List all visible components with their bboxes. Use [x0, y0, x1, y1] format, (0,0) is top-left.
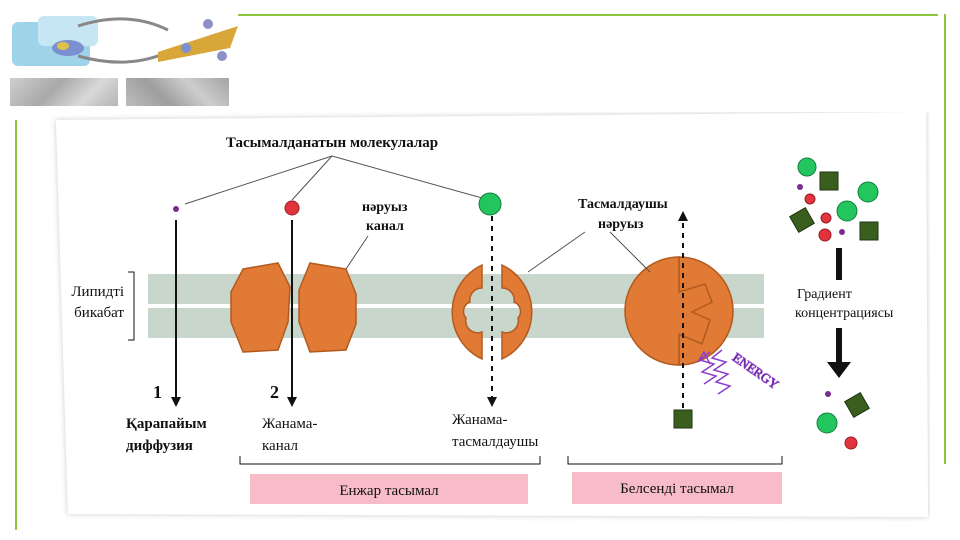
- gradient-label-bg: [792, 280, 906, 328]
- transported-molecules-title: Тасымалданатын молекулалар: [226, 135, 438, 151]
- carrier-transport-label-1: Жанама-: [452, 412, 507, 428]
- bilayer-label-1: Липидті: [71, 284, 124, 300]
- simple-diffusion-label-1: Қарапайым: [126, 416, 207, 432]
- membrane-transport-diagram: Липидті бикабат Тасымалданатын молекулал…: [50, 112, 930, 522]
- passive-transport-box: [250, 474, 528, 504]
- gradient-arrow-head: [827, 362, 851, 378]
- small-nonpolar-molecule: [173, 206, 179, 212]
- bilayer-bracket: [128, 271, 135, 341]
- membrane-photo-right: [126, 78, 229, 106]
- top-accent-line: [238, 14, 938, 16]
- passive-transport-label: Енжар тасымал: [339, 483, 439, 499]
- high-concentration-molecules: [789, 157, 879, 242]
- gradient-label-1: Градиент: [797, 287, 852, 302]
- active-transport-label: Белсенді тасымал: [620, 481, 734, 497]
- passive-transport-bracket: [239, 456, 541, 465]
- low-concentration-molecules: [816, 391, 870, 450]
- left-accent-line: [15, 120, 17, 530]
- simple-diffusion-label-2: диффузия: [126, 438, 193, 454]
- gradient-label-2: концентрациясы: [795, 306, 894, 321]
- right-accent-line: [944, 14, 946, 464]
- active-transport-bracket: [567, 456, 783, 465]
- channel-transport-label-2: канал: [262, 438, 299, 454]
- channel-protein-label-1: нəруыз: [362, 200, 408, 215]
- number-1-label: 1: [153, 382, 162, 402]
- carrier-transport-label-2: тасмалдаушы: [452, 434, 538, 450]
- carrier-protein-label-1: Тасмалдаушы: [578, 197, 668, 212]
- active-cargo-molecule: [673, 409, 693, 429]
- channel-protein: [230, 262, 357, 353]
- membrane-photo-left: [10, 78, 118, 106]
- cell-illustration-thumbnail: [8, 12, 240, 70]
- carrier-protein-passive: [451, 263, 533, 361]
- number-2-label: 2: [270, 382, 279, 402]
- ion-molecule: [284, 200, 300, 216]
- channel-transport-label-1: Жанама-: [262, 416, 317, 432]
- channel-protein-label-2: канал: [366, 219, 404, 234]
- carrier-protein-label-2: нəруыз: [598, 217, 644, 232]
- active-transport-box: [572, 472, 782, 504]
- bilayer-label-2: бикабат: [74, 305, 124, 321]
- carrier-protein-active: [624, 256, 734, 366]
- large-polar-molecule: [478, 192, 502, 216]
